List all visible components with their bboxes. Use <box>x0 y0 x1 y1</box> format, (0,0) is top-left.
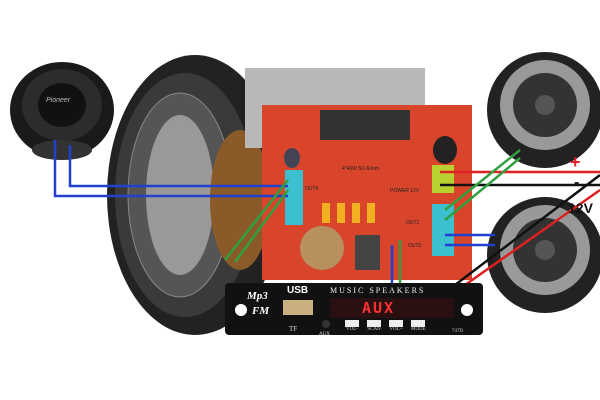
subwoofer-small <box>10 62 114 160</box>
mode-button[interactable]: MODE <box>411 320 426 332</box>
coaxial-speaker-top <box>487 52 600 168</box>
usb-label: USB <box>287 285 309 296</box>
brand-mp3: Mp3 <box>247 290 268 302</box>
panel-title: MUSIC SPEAKERS <box>330 286 426 295</box>
minus-sign: - <box>574 174 580 191</box>
model-label: 747D <box>452 329 464 334</box>
out1-label: OUT1 <box>406 220 420 226</box>
tf-label: TF <box>289 325 298 333</box>
aux-label: AUX <box>319 332 330 337</box>
plus-sign: + <box>570 152 581 172</box>
display-screen <box>330 298 454 318</box>
scan-button[interactable]: SCAN <box>367 320 381 332</box>
display-text: AUX <box>362 299 396 317</box>
power-terminal <box>432 165 454 193</box>
wires <box>53 140 600 287</box>
out4-label: OUT4 <box>305 186 319 192</box>
coaxial-speaker-bottom <box>487 197 600 313</box>
vol-up-button[interactable]: VOL+ <box>389 320 403 332</box>
aux-jack[interactable] <box>322 320 330 328</box>
out4-terminal <box>285 170 303 225</box>
usb-port[interactable] <box>283 300 313 315</box>
vol-down-button[interactable]: VOL- <box>345 320 359 332</box>
volume-knob <box>300 226 344 270</box>
board-spec: 4*40W 5Ω-6ohm <box>342 166 380 172</box>
voltage-label: 12V <box>568 200 593 216</box>
power-label: POWER 12V <box>390 188 420 194</box>
speaker-brand: Pioneer <box>46 97 71 104</box>
out-terminal <box>432 204 454 256</box>
out2-label: OUT2 <box>408 243 422 249</box>
brand-fm: FM <box>252 305 270 317</box>
